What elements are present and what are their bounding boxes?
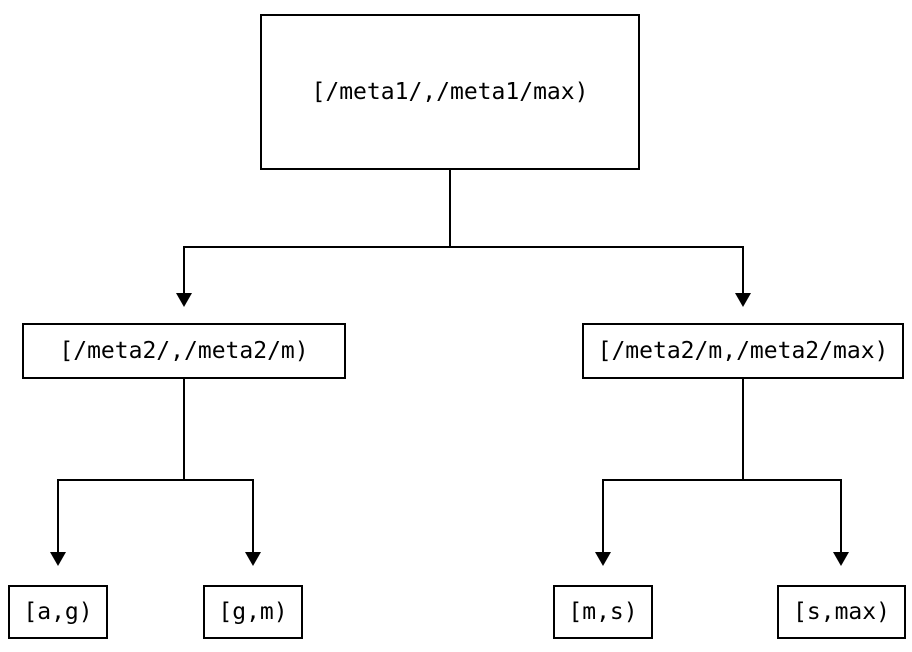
edge-root-to-children (176, 170, 751, 307)
node-meta2-low: [/meta2/,/meta2/m) (22, 323, 346, 379)
node-root: [/meta1/,/meta1/max) (260, 14, 640, 170)
node-leaf-m-s: [m,s) (553, 585, 653, 639)
node-leaf-g-m-label: [g,m) (218, 598, 288, 625)
node-leaf-s-max: [s,max) (777, 585, 906, 639)
node-meta2-low-label: [/meta2/,/meta2/m) (59, 337, 309, 364)
arrowhead-leaf-m-s (595, 552, 611, 566)
node-leaf-s-max-label: [s,max) (793, 598, 890, 625)
arrowhead-meta2-high (735, 293, 751, 307)
arrowhead-leaf-a-g (50, 552, 66, 566)
arrowhead-leaf-g-m (245, 552, 261, 566)
node-root-label: [/meta1/,/meta1/max) (311, 78, 589, 105)
node-meta2-high-label: [/meta2/m,/meta2/max) (597, 337, 889, 364)
arrowhead-leaf-s-max (833, 552, 849, 566)
arrowhead-meta2-low (176, 293, 192, 307)
node-leaf-a-g: [a,g) (8, 585, 108, 639)
edge-meta2-low-to-children (50, 379, 261, 566)
node-leaf-a-g-label: [a,g) (23, 598, 93, 625)
edge-meta2-high-to-children (595, 379, 849, 566)
node-leaf-m-s-label: [m,s) (568, 598, 638, 625)
node-leaf-g-m: [g,m) (203, 585, 303, 639)
node-meta2-high: [/meta2/m,/meta2/max) (582, 323, 904, 379)
